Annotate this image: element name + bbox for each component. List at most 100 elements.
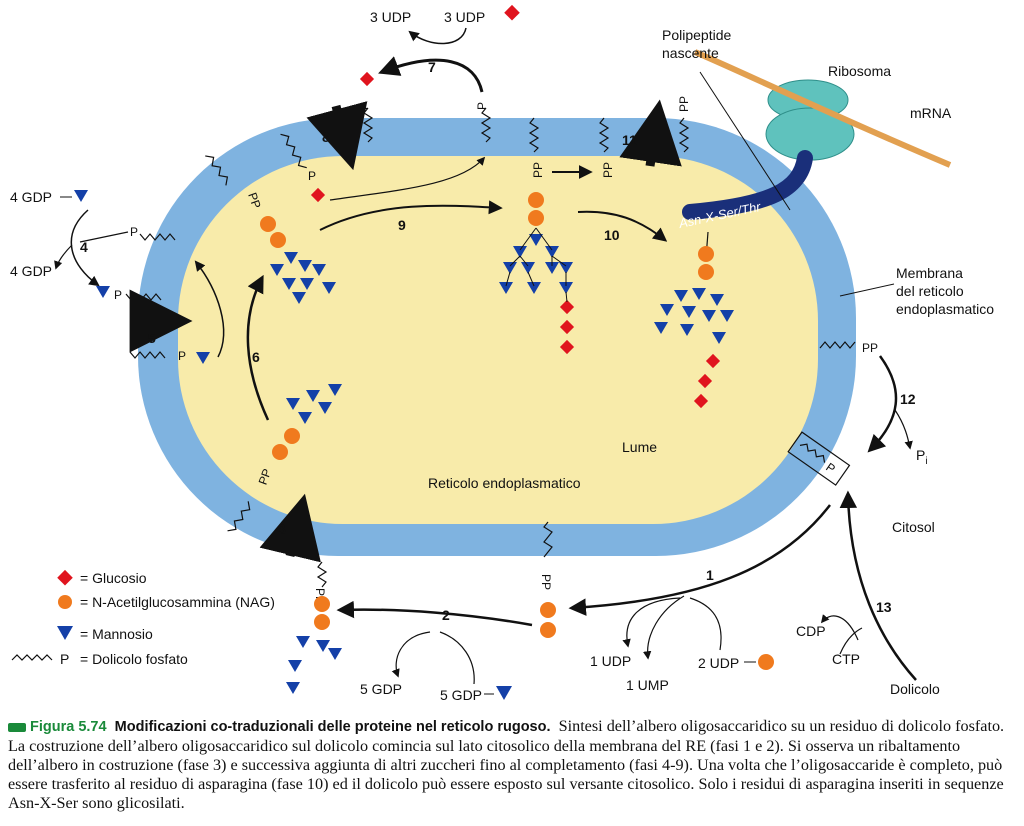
step-6: 6 [252, 349, 260, 365]
svg-text:PP: PP [256, 467, 275, 487]
ctp-label: CTP [832, 651, 860, 667]
ribosoma-label: Ribosoma [828, 63, 891, 79]
arrow-1-udp [622, 597, 681, 648]
dolicolo-label: Dolicolo [890, 681, 940, 697]
glucose-icon [310, 187, 326, 203]
udp-3-left: 3 UDP [370, 9, 411, 25]
pointer-polipeptide [699, 71, 791, 211]
legend-dolichol: P = Dolicolo fosfato [11, 651, 188, 667]
step-9: 9 [398, 217, 406, 233]
mrna-label: mRNA [910, 105, 952, 121]
arrow-8 [306, 101, 368, 171]
polipeptide-label: Polipeptide [662, 27, 731, 43]
arrow-3 [259, 493, 321, 563]
arrow-6-donor [194, 260, 225, 358]
p-label: P [178, 349, 186, 363]
nag-icon [758, 654, 774, 670]
glucose-icon [359, 71, 375, 87]
pp-label: PP [601, 162, 615, 178]
arrow-4-from [79, 231, 129, 243]
er-lumen [178, 156, 818, 524]
arrow-12 [867, 355, 898, 453]
dolichol-chain [678, 117, 690, 153]
arrow-7 [378, 56, 484, 93]
step-10: 10 [604, 227, 620, 243]
arrow-1-ump [642, 595, 685, 660]
p-label: P [357, 102, 371, 110]
mannose-icon [74, 190, 88, 202]
svg-text:PP: PP [531, 162, 545, 178]
nag-icon [540, 602, 556, 618]
udp-1-label: 1 UDP [590, 653, 631, 669]
glycoprotein-tree [654, 231, 734, 409]
step-1: 1 [706, 567, 714, 583]
step-2: 2 [442, 607, 450, 623]
arrow-9 [319, 200, 503, 231]
pp-label: PP [677, 96, 691, 112]
arrow-4-release [54, 244, 73, 270]
arrow-2-donor [439, 631, 475, 685]
p-label: P [308, 169, 316, 183]
arrow-7-release [408, 27, 467, 45]
mannose-icon [196, 352, 210, 364]
legend: = Glucosio = N-Acetilglucosammina (NAG) … [11, 569, 275, 667]
svg-text:= N-Acetilglucosammina (NAG): = N-Acetilglucosammina (NAG) [80, 594, 275, 610]
caption-text: Sintesi dell’albero oligosaccaridico su … [8, 717, 1005, 812]
arrow-11 [619, 99, 682, 167]
gdp-5-right: 5 GDP [440, 687, 482, 703]
glucose-icon [504, 4, 520, 21]
arrow-13-ctp [839, 627, 863, 655]
membrana-label-2: del reticolo [896, 283, 964, 299]
step-5: 5 [148, 330, 156, 346]
nascente-label: nascente [662, 45, 719, 61]
reticolo-label: Reticolo endoplasmatico [428, 475, 581, 491]
step-4: 4 [80, 239, 88, 255]
legend-mannose: = Mannosio [57, 626, 153, 642]
arrow-13 [839, 490, 917, 681]
svg-text:= Dolicolo fosfato: = Dolicolo fosfato [80, 651, 188, 667]
gdp-4-bottom: 4 GDP [10, 263, 52, 279]
dolichol-chain [139, 233, 176, 241]
dolichol-chain [819, 341, 856, 349]
svg-text:PP: PP [245, 191, 264, 211]
polypeptide-nascent [682, 150, 813, 220]
membrana-label-3: endoplasmatico [896, 301, 994, 317]
caption-heading: Modificazioni co-traduzionali delle prot… [114, 719, 551, 735]
pi-label: Pi [916, 447, 928, 467]
p-label: P [475, 102, 489, 110]
lume-label: Lume [622, 439, 657, 455]
pp-label: PP [539, 574, 553, 590]
arrow-4 [70, 209, 100, 287]
pointer-membrana [839, 283, 895, 297]
caption-marker-icon [8, 722, 26, 732]
step-12: 12 [900, 391, 916, 407]
arrow-10 [577, 210, 668, 242]
step-11: 11 [622, 132, 637, 148]
citosol-label: Citosol [892, 519, 935, 535]
oligosaccharide-tree: PP [205, 155, 336, 304]
udp-3-right: 3 UDP [444, 9, 485, 25]
step-7: 7 [428, 59, 436, 75]
pp-label: PP [862, 341, 878, 355]
arrow-1-donor [689, 597, 722, 651]
svg-text:= Mannosio: = Mannosio [80, 626, 153, 642]
oligosaccharide-tree: PP [286, 561, 342, 694]
nag-icon [540, 622, 556, 638]
arrow-6 [246, 274, 270, 421]
mannose-icon [96, 286, 110, 298]
step-3: 3 [278, 521, 286, 537]
arrow-2 [336, 600, 533, 627]
mrna-strand [693, 49, 952, 168]
arrow-to-7 [329, 156, 486, 201]
dolichol-chain [280, 133, 307, 169]
arrow-1 [568, 504, 831, 616]
cdp-label: CDP [796, 623, 826, 639]
oligosaccharide-tree: PP [499, 117, 575, 355]
arrow-12-pi [894, 409, 913, 450]
gdp-4-top: 4 GDP [10, 189, 52, 205]
dolichol-chain [543, 521, 553, 558]
caption-title: Figura 5.74 [30, 719, 107, 735]
svg-text:P: P [60, 651, 69, 667]
dolichol-chain [480, 107, 492, 143]
figure-caption: Figura 5.74 Modificazioni co-traduzional… [8, 717, 1016, 813]
